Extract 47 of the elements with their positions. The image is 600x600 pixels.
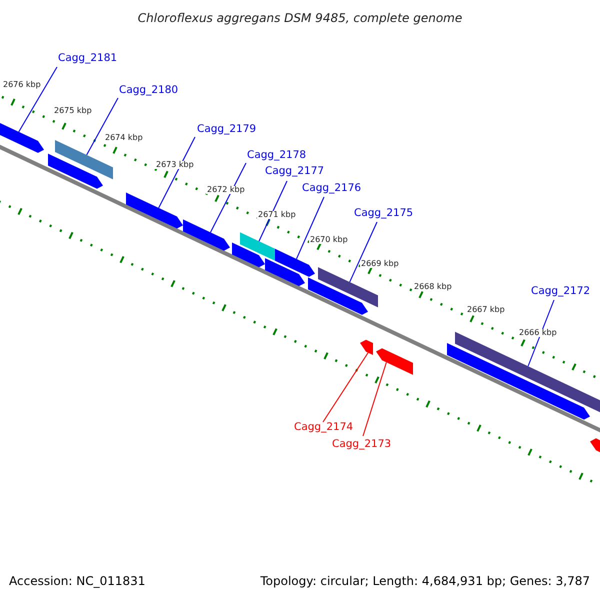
gene-block <box>308 277 368 315</box>
gene-block <box>447 342 590 420</box>
gene-block <box>240 232 275 261</box>
gene-block <box>275 248 315 277</box>
leader-line <box>158 136 196 208</box>
gene-block <box>318 267 378 308</box>
gene-label: Cagg_2180 <box>119 85 178 96</box>
gene-block <box>360 340 373 356</box>
leader-line <box>349 222 378 283</box>
gene-block <box>232 242 265 268</box>
gene-label: Cagg_2174 <box>294 422 354 432</box>
tick-label: 2675 kbp <box>53 107 93 115</box>
tick-label: 2676 kbp <box>2 81 42 89</box>
gene-block <box>376 348 413 375</box>
tick-label: 2668 kbp <box>413 283 453 291</box>
footer-text: Topology: circular; Length: 4,684,931 bp; Genes: 3,787 <box>260 575 590 587</box>
gene-block <box>183 219 230 251</box>
tick-label: 2667 kbp <box>466 306 506 314</box>
leader-line <box>296 196 324 260</box>
gene-label: Cagg_2172 <box>531 286 590 296</box>
gene-block <box>126 192 183 229</box>
gene-label: Cagg_2179 <box>197 124 256 134</box>
leader-line <box>322 352 369 422</box>
leader-line <box>528 300 554 367</box>
gene-label: Cagg_2177 <box>265 166 324 176</box>
leader-line <box>362 362 387 436</box>
tick-label: 2669 kbp <box>360 260 400 268</box>
tick-label: 2670 kbp <box>309 236 349 244</box>
leader-line <box>18 66 58 132</box>
gene-block <box>265 258 305 286</box>
footer-text: Accession: NC_011831 <box>9 575 146 587</box>
gene-label: Cagg_2178 <box>247 150 306 160</box>
gene-label: Cagg_2173 <box>332 439 392 450</box>
map-title: Chloroflexus aggregans DSM 9485, complete genome <box>136 10 464 27</box>
gene-label: Cagg_2175 <box>354 208 414 218</box>
leader-line <box>86 98 118 156</box>
tick-label: 2673 kbp <box>155 161 195 169</box>
gene-block <box>55 140 113 180</box>
leader-line <box>258 180 288 242</box>
tick-label: 2674 kbp <box>104 134 144 142</box>
gene-block <box>48 154 103 189</box>
gene-label: Cagg_2176 <box>302 183 362 194</box>
tick-label: 2671 kbp <box>257 211 297 219</box>
tick-label: 2666 kbp <box>518 329 558 337</box>
tick-label: 2672 kbp <box>206 186 246 194</box>
leader-line <box>210 162 246 233</box>
gene-label: Cagg_2181 <box>58 53 118 64</box>
